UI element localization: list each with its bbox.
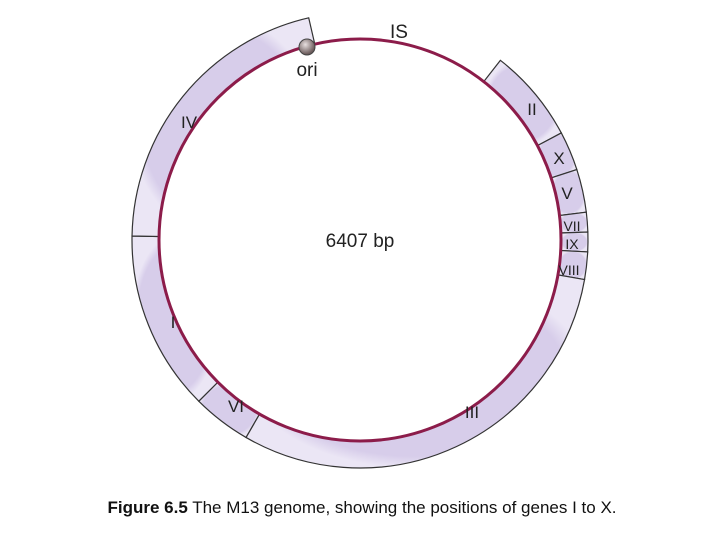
gene-label-III: III	[465, 403, 479, 422]
gene-label-IX: IX	[565, 236, 579, 252]
gene-label-VII: VII	[563, 218, 580, 234]
gene-band-II	[482, 59, 563, 147]
gene-band-III	[245, 274, 586, 469]
genome-size-label: 6407 bp	[326, 231, 395, 252]
figure-number: Figure 6.5	[107, 498, 188, 517]
gene-label-IV: IV	[181, 113, 198, 132]
is-label: IS	[390, 22, 408, 43]
gene-label-II: II	[527, 100, 536, 119]
gene-band-IV	[131, 17, 316, 238]
figure-caption: Figure 6.5 The M13 genome, showing the p…	[0, 498, 724, 518]
ori-label: ori	[296, 60, 317, 81]
gene-label-VIII: VIII	[558, 262, 579, 278]
gene-label-VI: VI	[228, 397, 244, 416]
gene-label-I: I	[171, 313, 176, 332]
gene-label-X: X	[553, 149, 564, 168]
ori-marker	[298, 38, 316, 56]
gene-label-V: V	[561, 184, 573, 203]
figure-caption-text: The M13 genome, showing the positions of…	[187, 498, 617, 517]
genome-circle	[157, 37, 563, 443]
m13-genome-diagram: ori IS 6407 bp II X V VII IX VIII III VI…	[131, 17, 589, 469]
gene-bands	[131, 17, 589, 469]
